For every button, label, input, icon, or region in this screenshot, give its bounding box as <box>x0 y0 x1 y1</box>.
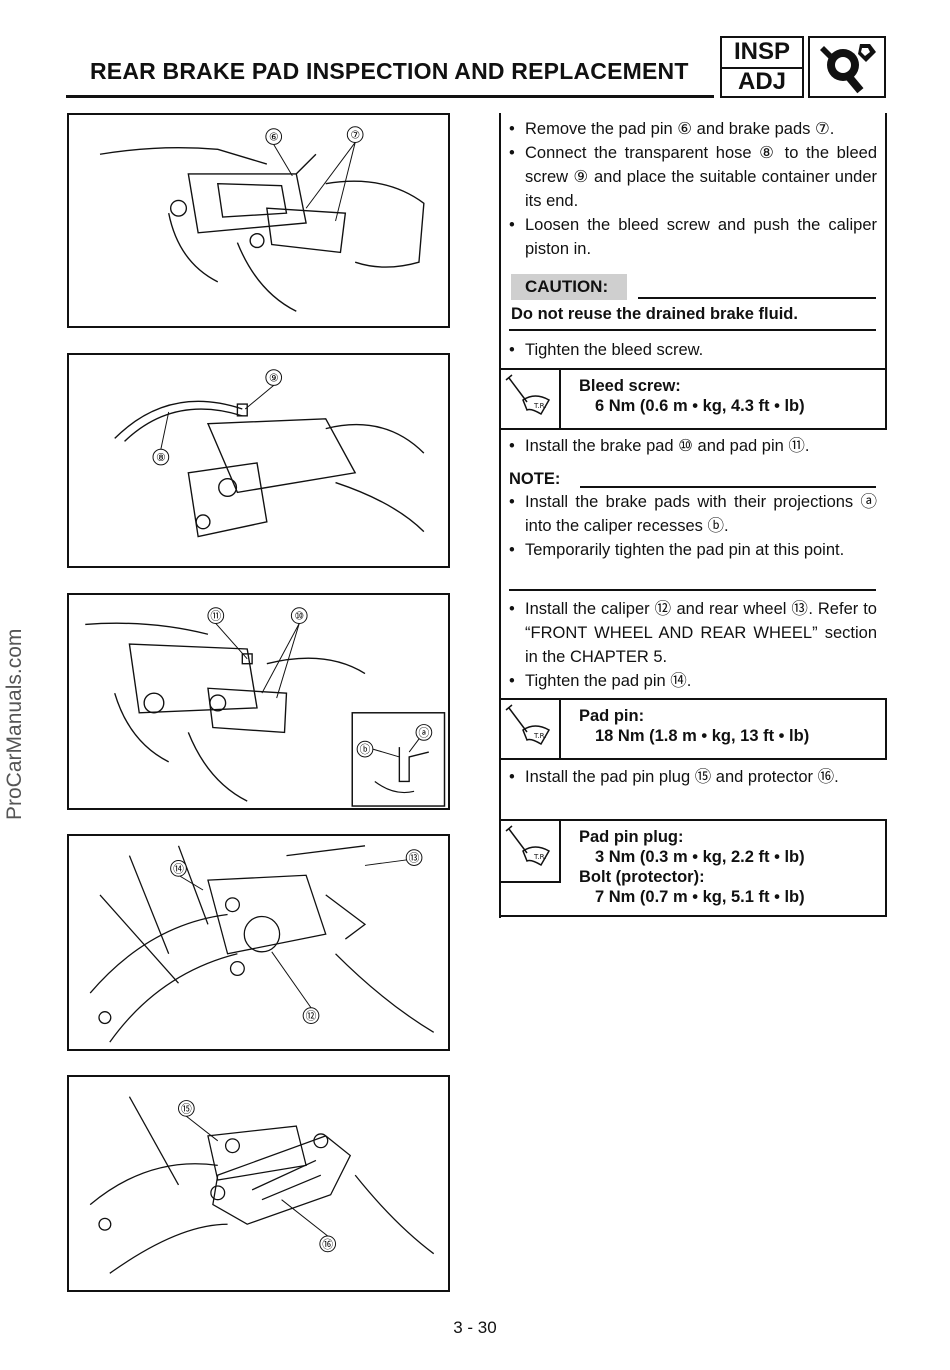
note-label: NOTE: <box>509 470 561 488</box>
note-items: Install the brake pads with their projec… <box>509 490 877 562</box>
step-item: Install the brake pad ⑩ and pad pin ⑪. <box>509 434 877 458</box>
badge-line2: ADJ <box>737 68 786 95</box>
figure-protector: ⑮ ⑯ <box>67 1075 450 1292</box>
column-right-border <box>885 113 887 370</box>
protector-illustration: ⑮ ⑯ <box>89 1096 435 1274</box>
torque-wrench-icon: T.R. <box>501 821 561 883</box>
spec-value: 18 Nm (1.8 m • kg, 13 ft • lb) <box>595 727 810 745</box>
callout-7: ⑦ <box>350 129 360 142</box>
spec-name: Bolt (protector): <box>579 868 705 886</box>
step-item: Loosen the bleed screw and push the cali… <box>509 213 877 261</box>
section-badge: INSP ADJ <box>720 36 804 98</box>
title-rule <box>66 95 714 98</box>
spec-name: Pad pin: <box>579 707 645 725</box>
callout-b: ⓑ <box>360 743 371 756</box>
callout-11: ⑪ <box>210 610 221 623</box>
callout-16: ⑯ <box>322 1238 333 1251</box>
step-item: Tighten the pad pin ⑭. <box>509 669 877 693</box>
callout-8: ⑧ <box>156 451 166 464</box>
procedure-column <box>499 113 889 918</box>
steps-install-pad: Install the brake pad ⑩ and pad pin ⑪. <box>509 434 877 458</box>
step-item: Remove the pad pin ⑥ and brake pads ⑦. <box>509 117 877 141</box>
caution-bottom-rule <box>509 329 876 331</box>
wrench-magnifier-icon <box>808 36 886 98</box>
caliper-wheel-illustration: ⑭ ⑬ ⑫ <box>89 845 435 1043</box>
note-item: Install the brake pads with their projec… <box>509 490 877 538</box>
caution-rule <box>638 297 876 299</box>
callout-a: ⓐ <box>418 726 429 739</box>
figure-bleed-hose: ⑨ ⑧ <box>67 353 450 568</box>
steps-bleed: Tighten the bleed screw. <box>509 338 877 362</box>
watermark: ProCarManuals.com <box>0 560 26 820</box>
spec-name: Pad pin plug: <box>579 828 684 846</box>
step-item: Tighten the bleed screw. <box>509 338 877 362</box>
torque-wrench-icon: T.R. <box>501 370 561 428</box>
svg-text:T.R.: T.R. <box>533 853 547 861</box>
spec-value: 7 Nm (0.7 m • kg, 5.1 ft • lb) <box>595 888 805 906</box>
bleed-illustration: ⑨ ⑧ <box>114 369 425 538</box>
pad-install-illustration: ⑪ ⑩ ⓑ ⓐ <box>85 607 446 807</box>
callout-9: ⑨ <box>269 371 279 384</box>
spec-value: 3 Nm (0.3 m • kg, 2.2 ft • lb) <box>595 848 805 866</box>
note-rule <box>580 486 876 488</box>
spec-name: Bleed screw: <box>579 377 681 395</box>
torque-spec-plug-protector: T.R. Pad pin plug: 3 Nm (0.3 m • kg, 2.2… <box>499 819 887 917</box>
steps-removal: Remove the pad pin ⑥ and brake pads ⑦. C… <box>509 117 877 261</box>
callout-14: ⑭ <box>173 862 184 875</box>
watermark-text: ProCarManuals.com <box>3 628 26 820</box>
badge-line1: INSP <box>722 38 802 69</box>
step-item: Install the caliper ⑫ and rear wheel ⑬. … <box>509 597 877 669</box>
torque-spec-bleed-screw: T.R. Bleed screw: 6 Nm (0.6 m • kg, 4.3 … <box>499 368 887 430</box>
caliper-illustration: ⑥ ⑦ <box>99 126 425 312</box>
figure-caliper-wheel: ⑭ ⑬ ⑫ <box>67 834 450 1051</box>
callout-15: ⑮ <box>181 1102 192 1115</box>
note-bottom-rule <box>509 589 876 591</box>
steps-protector: Install the pad pin plug ⑮ and protector… <box>509 765 877 789</box>
note-item: Temporarily tighten the pad pin at this … <box>509 538 877 562</box>
figure-pad-install: ⑪ ⑩ ⓑ ⓐ <box>67 593 450 810</box>
torque-wrench-icon: T.R. <box>501 700 561 758</box>
caution-text: Do not reuse the drained brake fluid. <box>511 305 798 323</box>
callout-13: ⑬ <box>409 852 420 865</box>
figure-pad-removal: ⑥ ⑦ <box>67 113 450 328</box>
step-item: Connect the transparent hose ⑧ to the bl… <box>509 141 877 213</box>
step-item: Install the pad pin plug ⑮ and protector… <box>509 765 877 789</box>
page-title: REAR BRAKE PAD INSPECTION AND REPLACEMEN… <box>90 58 689 84</box>
torque-spec-pad-pin: T.R. Pad pin: 18 Nm (1.8 m • kg, 13 ft •… <box>499 698 887 760</box>
callout-12: ⑫ <box>306 1010 317 1023</box>
svg-text:T.R.: T.R. <box>533 402 547 410</box>
spec-value: 6 Nm (0.6 m • kg, 4.3 ft • lb) <box>595 397 805 415</box>
caution-label: CAUTION: <box>511 274 627 300</box>
svg-text:T.R.: T.R. <box>533 732 547 740</box>
steps-caliper: Install the caliper ⑫ and rear wheel ⑬. … <box>509 597 877 693</box>
page-number: 3 - 30 <box>453 1318 497 1337</box>
callout-6: ⑥ <box>269 131 279 144</box>
callout-10: ⑩ <box>294 610 304 623</box>
